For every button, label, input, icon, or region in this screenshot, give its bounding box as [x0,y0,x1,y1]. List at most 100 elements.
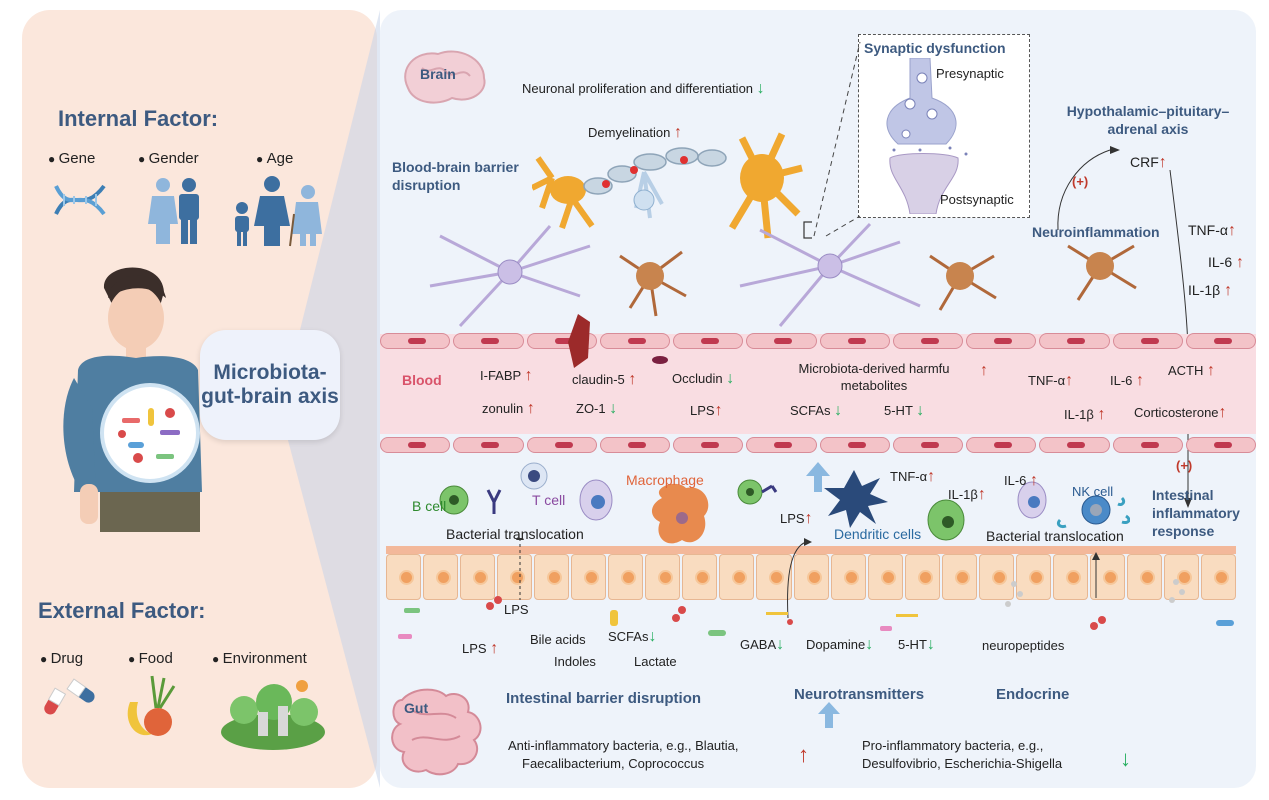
brain-label: Brain [420,66,456,82]
up-arrow-icon: ↑ [674,124,682,141]
blood-il1b-text: IL-1β ↑ [1064,406,1106,423]
gut-lumen-details [398,538,1234,639]
up-arrow-icon: ↑ [1158,154,1167,171]
upward-flow-arrow-icon [806,462,830,492]
brain-il6-text: IL-6 ↑ [1208,254,1245,271]
claudin-text: claudin-5 ↑ [572,371,637,388]
up-arrow-icon: ↑ [1065,372,1074,389]
up-arrow-icon: ↑ [1097,406,1106,423]
patient-illustration [63,267,202,532]
gender-icon [148,178,199,244]
up-arrow-icon: ↑ [1224,282,1233,299]
drug-label: Drug [40,650,84,667]
up-arrow-icon: ↑ [628,371,637,388]
intestinal-inflammatory-response-label: Intestinal inflammatory response [1152,487,1240,539]
epithelium-border [386,546,1236,554]
neuropeptides-label: neuropeptides [982,638,1065,653]
synaptic-dysfunction-title: Synaptic dysfunction [864,40,1006,56]
zonulin-text: zonulin ↑ [482,400,535,417]
dopamine-text: Dopamine↓ [806,636,874,653]
drug-icon [44,678,95,715]
brain-icon [404,50,486,104]
neuronal-proliferation-text: Neuronal proliferation and differentiati… [522,80,765,97]
lactate-label: Lactate [634,654,677,669]
pro-inflammatory-down-arrow-icon: ↓ [1120,746,1131,771]
gut-scfas-text: SCFAs↓ [608,628,657,645]
bacteria-icon [118,408,180,463]
external-factor-title: External Factor: [38,598,206,623]
presynaptic-label: Presynaptic [936,66,1004,81]
metabolites-text: Microbiota-derived harmfu metabolites [798,361,950,393]
endocrine-label: Endocrine [996,686,1070,703]
immune-cells-illustration [439,462,1130,544]
immune-il6-text: IL-6 ↑ [1004,472,1039,489]
brain-il1b-text: IL-1β ↑ [1188,282,1233,299]
gut-lps-top: LPS [504,602,529,617]
up-arrow-icon: ↑ [1236,254,1245,271]
anti-inflammatory-line2: Faecalibacterium, Coprococcus [522,756,705,771]
occludin-text: Occludin ↓ [672,370,735,387]
myelin-neuron-illustration [532,132,812,239]
blood-label: Blood [402,372,442,388]
demyelination-text: Demyelination ↑ [588,124,682,141]
up-arrow-icon: ↑ [1207,362,1216,379]
indoles-label: Indoles [554,654,596,669]
up-arrow-icon: ↑ [1227,222,1236,239]
down-arrow-icon: ↓ [776,636,785,653]
down-arrow-icon: ↓ [916,402,925,419]
tcell-label: T cell [532,492,566,508]
nkcell-label: NK cell [1072,484,1114,499]
hpa-axis-label: Hypothalamic–pituitary–adrenal axis [1066,103,1230,137]
up-arrow-icon: ↑ [1218,404,1227,421]
blood-lps-text: LPS↑ [690,402,723,419]
pro-inflammatory-line2: Desulfovibrio, Escherichia-Shigella [862,756,1063,771]
down-arrow-icon: ↓ [648,628,657,645]
up-arrow-icon: ↑ [977,486,986,503]
neurotransmitters-label: Neurotransmitters [794,686,925,703]
blood-region [380,334,1256,434]
up-arrow-icon: ↑ [804,510,813,527]
endothelium-bottom [380,437,1256,453]
postsynaptic-label: Postsynaptic [940,192,1014,207]
acth-text: ACTH ↑ [1168,362,1216,379]
bacterial-translocation-right: Bacterial translocation [986,528,1124,544]
gut-5ht-text: 5-HT↓ [898,636,935,653]
internal-factor-title: Internal Factor: [58,106,219,131]
bbb-disruption-label: Blood-brain barrier disruption [392,159,519,193]
gender-label: Gender [138,150,199,167]
down-arrow-icon: ↓ [834,402,843,419]
immune-tnf-text: TNF-α↑ [890,468,936,485]
blood-clot-icon [568,314,668,368]
crf-text: CRF↑ [1130,154,1167,171]
ifabp-text: I-FABP ↑ [480,367,533,384]
corticosterone-text: Corticosterone↑ [1134,404,1227,421]
blood-il6-text: IL-6 ↑ [1110,372,1145,389]
up-arrow-icon: ↑ [490,640,499,657]
up-arrow-icon: ↑ [927,468,936,485]
intestine-icon [391,688,482,776]
gaba-text: GABA↓ [740,636,785,653]
bcell-label: B cell [412,498,447,514]
bacterial-translocation-left: Bacterial translocation [446,526,584,542]
anti-inflammatory-up-arrow-icon: ↑ [798,742,809,767]
up-arrow-icon: ↑ [1136,372,1145,389]
zoom-lines [813,41,861,237]
immune-il1b-text: IL-1β↑ [948,486,986,503]
blood-scfas-text: SCFAs ↓ [790,402,843,419]
blood-5ht-text: 5-HT ↓ [884,402,925,419]
intestinal-barrier-disruption-label: Intestinal barrier disruption [506,690,702,707]
microbiota-gut-brain-axis-label: Microbiota-gut-brain axis [200,330,340,440]
dna-icon [54,184,106,216]
zo1-text: ZO-1 ↓ [576,400,618,417]
down-arrow-icon: ↓ [609,400,618,417]
immune-lps-text: LPS↑ [780,510,813,527]
anti-inflammatory-line1: Anti-inflammatory bacteria, e.g., Blauti… [508,738,739,753]
environment-label: Environment [212,650,307,667]
food-label: Food [128,650,173,667]
up-arrow-icon: ↑ [714,402,723,419]
endothelium-top [380,333,1256,349]
upward-flow-arrow-icon [818,702,840,728]
down-arrow-icon: ↓ [926,636,935,653]
dendritic-cells-label: Dendritic cells [834,526,922,542]
food-icon [127,675,176,736]
